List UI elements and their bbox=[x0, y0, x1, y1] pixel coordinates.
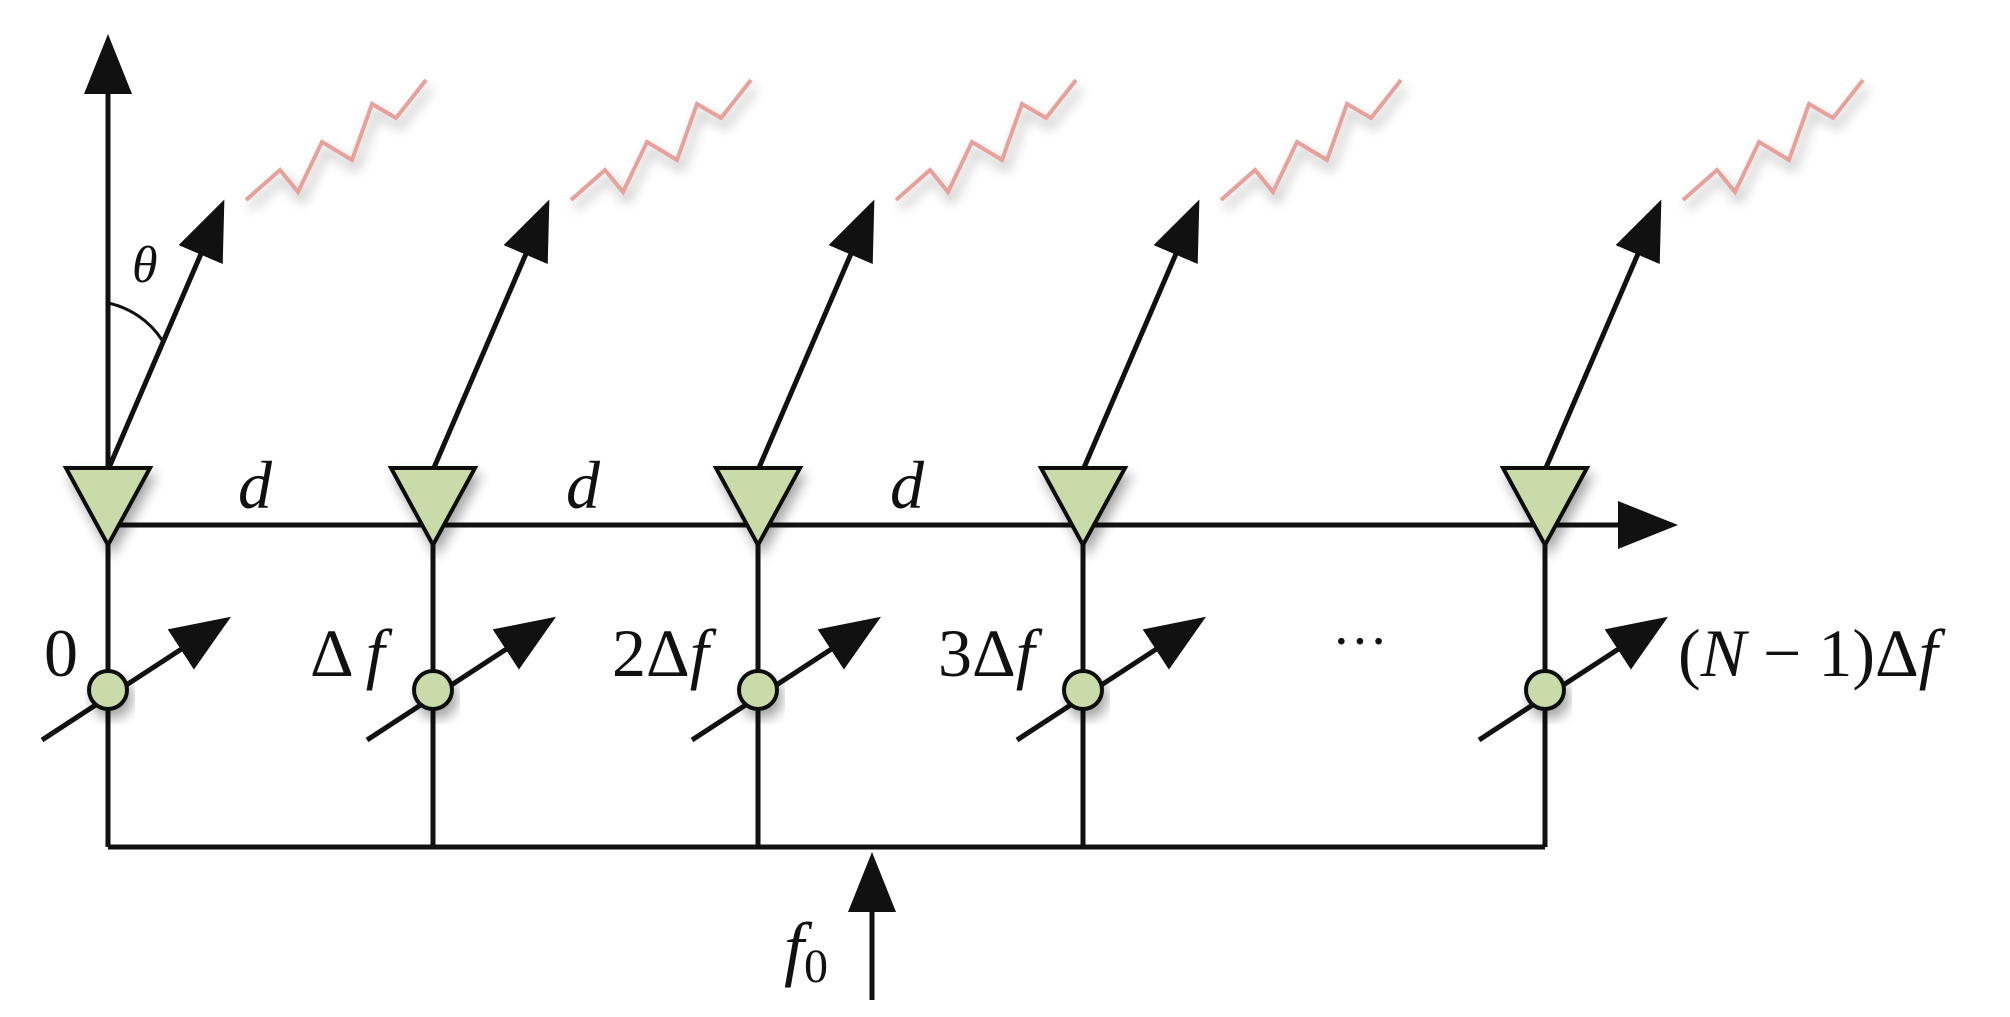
triangle-antenna-icon bbox=[712, 466, 804, 550]
phase-shifter-node-2 bbox=[412, 669, 454, 711]
phase-shifter-node-5 bbox=[1524, 669, 1566, 711]
variable-phase-shifter-icon bbox=[40, 616, 232, 743]
variable-phase-shifter-icon bbox=[690, 616, 882, 743]
spacing-label-1: d bbox=[238, 447, 273, 523]
variable-phase-shifter-icon bbox=[1477, 616, 1669, 743]
radiation-arrow-3 bbox=[755, 199, 875, 471]
frequency-offset-label-0: 0 bbox=[44, 615, 78, 691]
zigzag-wave-icon bbox=[894, 78, 1078, 202]
variable-phase-shifter-icon bbox=[1015, 616, 1207, 743]
triangle-antenna-icon bbox=[1499, 466, 1591, 550]
zigzag-wave-icon bbox=[1219, 78, 1403, 202]
zigzag-wave-icon bbox=[1681, 78, 1865, 202]
variable-phase-shifter-icon bbox=[365, 616, 557, 743]
triangle-antenna-icon bbox=[62, 466, 154, 550]
zigzag-wave-icon bbox=[569, 78, 753, 202]
phase-shifter-node-4 bbox=[1062, 669, 1104, 711]
frequency-offset-label-last: (N − 1)Δf bbox=[1678, 615, 1946, 691]
carrier-label: f0 bbox=[784, 908, 828, 993]
theta-arc bbox=[107, 301, 164, 341]
angle-label: θ bbox=[132, 237, 158, 294]
frequency-offset-label-3: 3Δf bbox=[938, 615, 1043, 691]
array-elements bbox=[40, 78, 1865, 847]
radiation-arrow-1 bbox=[105, 199, 225, 471]
zigzag-wave-icon bbox=[244, 78, 428, 202]
phase-shifter-node-3 bbox=[737, 669, 779, 711]
radiation-arrow-4 bbox=[1080, 199, 1200, 471]
frequency-offset-label-2: 2Δf bbox=[612, 615, 717, 691]
phase-shifter-node-1 bbox=[87, 669, 129, 711]
spacing-label-3: d bbox=[890, 447, 925, 523]
triangle-antenna-icon bbox=[387, 466, 479, 550]
spacing-label-2: d bbox=[566, 447, 601, 523]
radiation-arrow-2 bbox=[430, 199, 550, 471]
ellipsis: ··· bbox=[1332, 611, 1388, 673]
radiation-arrow-5 bbox=[1542, 199, 1662, 471]
triangle-antenna-icon bbox=[1037, 466, 1129, 550]
